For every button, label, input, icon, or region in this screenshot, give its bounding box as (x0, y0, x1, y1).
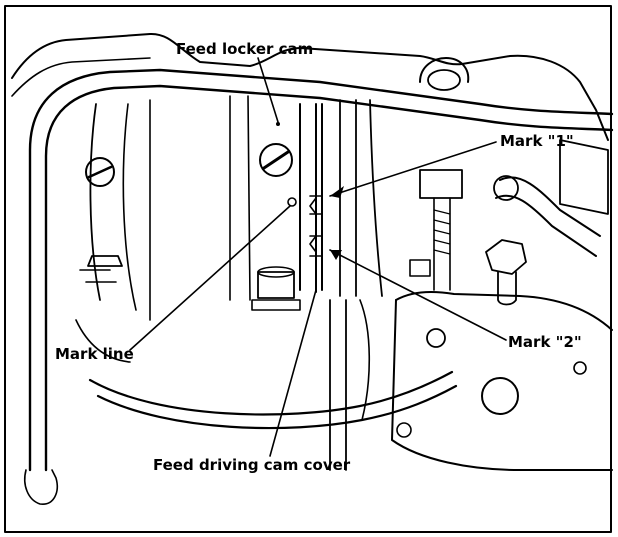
right-rod-lower (495, 194, 597, 257)
feed-locker-cam-label: Feed locker cam (176, 40, 314, 58)
right-bracket (559, 139, 609, 215)
stud-thread (433, 209, 451, 255)
right-rod-upper (499, 176, 601, 237)
leader-feed-driving-cam-cover (269, 289, 317, 457)
lower-left-curve (75, 319, 131, 363)
screw-left (85, 157, 115, 187)
feed-driving-cam-cover (299, 103, 323, 293)
mark-1-label: Mark "1" (500, 132, 574, 150)
small-nut (409, 259, 431, 277)
mark-1-notch (309, 197, 317, 215)
figure-border (4, 5, 612, 533)
shaft-nut-top (257, 266, 295, 278)
housing-hole-1 (426, 328, 446, 348)
top-fitting (419, 57, 470, 83)
feed-locker-cam-screw (259, 143, 293, 177)
shaft-washer (251, 299, 301, 311)
lower-column-curve (359, 299, 371, 421)
arrowhead-mark-2 (330, 250, 342, 260)
oil-tube-inner (44, 84, 614, 472)
top-fitting-ring (427, 69, 461, 91)
cam-body-rib (122, 103, 137, 311)
casting-upper-outline (11, 32, 609, 141)
mark-line-hole (287, 197, 297, 207)
cam-dot (276, 122, 280, 126)
oil-tube-end (24, 469, 58, 505)
adjust-nut (419, 169, 463, 199)
small-screw-bottom (396, 422, 412, 438)
right-curve (369, 99, 383, 297)
rod-end (493, 175, 519, 201)
lower-loop-tube-inner (96, 384, 458, 430)
feed-driving-cam-cover-label: Feed driving cam cover (153, 456, 351, 474)
shaft-nut (257, 271, 295, 299)
mark-2-label: Mark "2" (508, 333, 582, 351)
housing-hole-2 (481, 377, 519, 415)
casting-upper-edge (11, 57, 151, 97)
arrowhead-mark-1 (330, 186, 344, 198)
leader-mark-line (129, 205, 291, 351)
housing-hole-3 (573, 361, 587, 375)
mark-line-label: Mark line (55, 345, 134, 363)
lower-nut (87, 255, 123, 267)
lower-column (329, 299, 347, 471)
oil-tube-outer (28, 68, 614, 472)
lower-loop-tube (88, 370, 454, 416)
screw-left-slot (87, 165, 113, 179)
mark-2-notch (309, 235, 317, 253)
right-bar (339, 99, 357, 297)
cam-body-line-3 (247, 95, 251, 301)
leader-lines (129, 57, 507, 457)
lower-housing-body (391, 299, 613, 471)
cam-body-left-edge (89, 103, 101, 301)
leader-feed-locker-cam (257, 57, 279, 123)
hex-nut-right (485, 239, 527, 275)
leader-mark-2 (329, 249, 507, 341)
feed-locker-cam-screw-slot (262, 150, 290, 170)
lower-housing-top (395, 291, 613, 331)
leader-mark-1 (329, 141, 497, 197)
hex-bolt-shank (497, 271, 517, 306)
base-plate (79, 269, 117, 283)
